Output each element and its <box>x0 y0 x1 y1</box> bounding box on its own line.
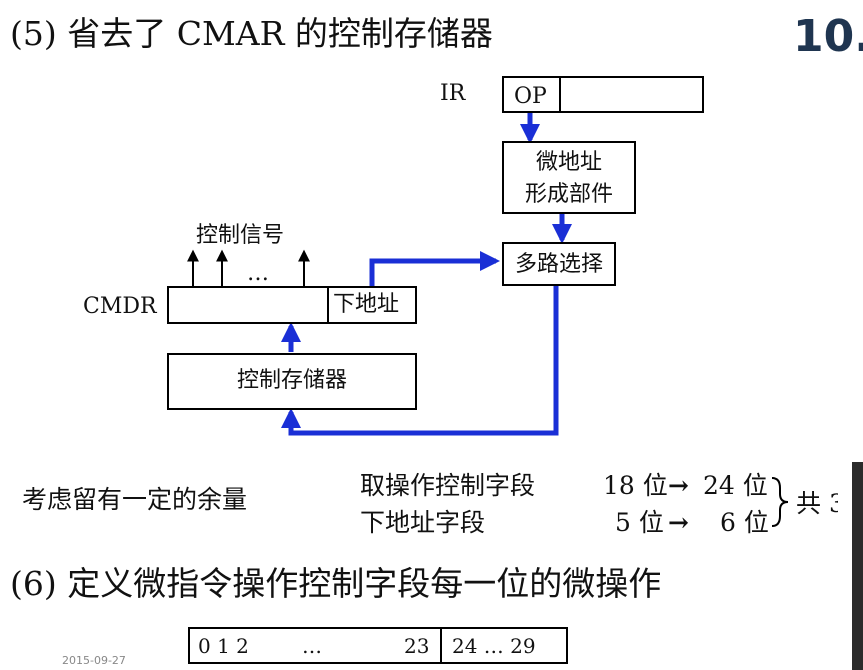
microinstruction-bitfield: 0 1 2 … 23 24 … 29 <box>188 627 568 664</box>
slide-date: 2015-09-27 <box>62 654 126 667</box>
next-address-field: 下地址 <box>327 288 417 322</box>
bitfield-ellipsis: … <box>302 634 322 658</box>
slide-number: 10. <box>793 11 863 62</box>
control-memory-label: 控制存储器 <box>236 368 347 393</box>
ir-label: IR <box>440 81 466 106</box>
field-row-1-to: 24 位 <box>703 471 768 500</box>
field-row-2-to: 6 位 <box>720 508 769 537</box>
micro-address-unit-line2: 形成部件 <box>524 182 613 207</box>
field-row-2-name: 下地址字段 <box>360 508 486 537</box>
total-bits-cut: 共 3( <box>796 489 838 518</box>
control-memory: 控制存储器 <box>167 353 417 410</box>
ir-register: OP <box>502 76 704 113</box>
micro-address-unit: 微地址 形成部件 <box>502 141 636 214</box>
wire-next-addr-to-mux <box>369 251 500 287</box>
video-overlay-edge <box>852 462 863 670</box>
wire-mux-to-control-memory <box>281 286 559 436</box>
next-address-label: 下地址 <box>333 292 400 317</box>
bitfield-control-part: 0 1 2 … 23 <box>190 629 442 662</box>
multiplexer: 多路选择 <box>502 242 616 286</box>
field-row-1-arrow: → <box>668 471 689 500</box>
op-field: OP <box>504 78 561 111</box>
signal-ellipsis: … <box>247 261 269 286</box>
heading-6: (6) 定义微指令操作控制字段每一位的微操作 <box>10 564 662 603</box>
bitfield-start: 0 1 2 <box>198 634 249 658</box>
op-field-label: OP <box>514 84 547 109</box>
field-row-2-from: 5 位 <box>615 508 664 537</box>
cmdr-label: CMDR <box>83 294 157 319</box>
cmdr-register: 下地址 <box>167 286 417 324</box>
margin-note: 考虑留有一定的余量 <box>22 485 248 514</box>
micro-address-unit-line1: 微地址 <box>535 150 602 175</box>
field-row-1-name: 取操作控制字段 <box>360 471 536 500</box>
field-row-2-arrow: → <box>668 508 689 537</box>
bitfield-next-address-part: 24 … 29 <box>452 634 536 658</box>
control-signals-label: 控制信号 <box>196 223 285 248</box>
bitfield-end: 23 <box>404 634 430 658</box>
brace-shape <box>771 477 789 527</box>
multiplexer-label: 多路选择 <box>514 252 603 277</box>
field-row-1-from: 18 位 <box>603 471 668 500</box>
heading-5: (5) 省去了 CMAR 的控制存储器 <box>10 14 493 53</box>
